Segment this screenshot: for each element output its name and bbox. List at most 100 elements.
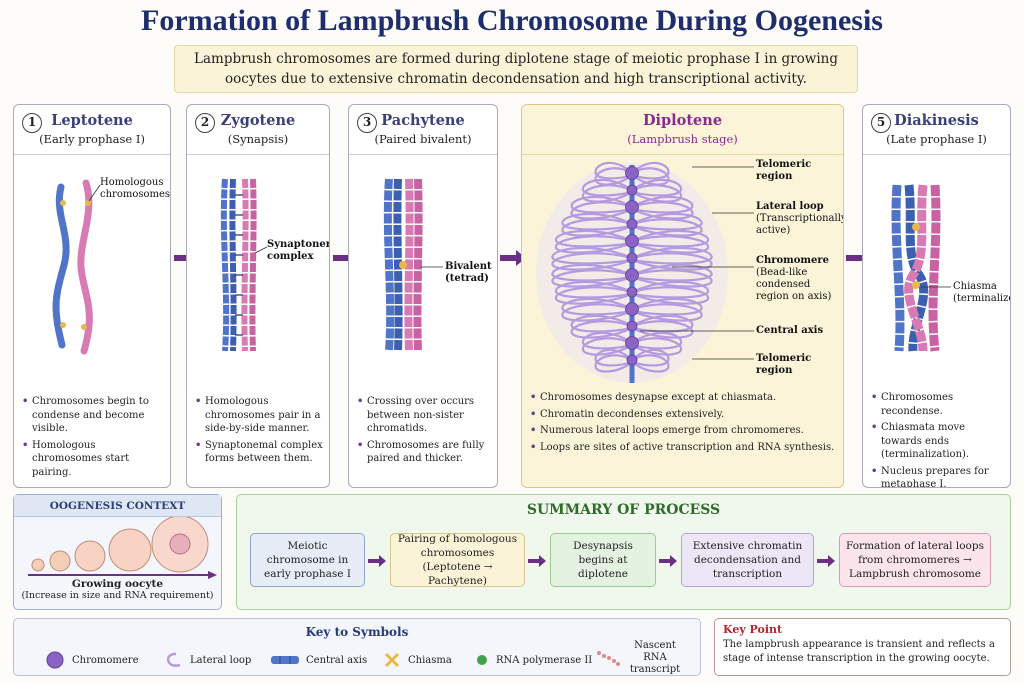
note: Loops are sites of active transcription … [530, 441, 837, 455]
lateral-loop [631, 349, 670, 367]
note: Numerous lateral loops emerge from chrom… [530, 424, 837, 438]
key-item: Chiasma [384, 649, 452, 671]
summary-step: Desynapsis begins at diplotene [550, 533, 656, 587]
key-item: Central axis [270, 649, 367, 671]
lateral-loop [631, 320, 694, 339]
label-central-axis: Central axis [756, 325, 824, 336]
diakinesis-illustration [891, 184, 951, 352]
panel-diakinesis: 5 Diakinesis (Late prophase I) Chiasma (… [862, 104, 1011, 488]
lateral-loop [631, 179, 683, 197]
label-lateral-loop-note: (Transcriptionally active) [756, 213, 844, 236]
label-telomeric-region-bottom: Telomeric region [756, 353, 812, 376]
page-title: Formation of Lampbrush Chromosome During… [141, 4, 883, 37]
chromomere-bead [626, 320, 638, 332]
lateral-loop [631, 280, 710, 299]
lateral-loop [631, 286, 710, 305]
note: Chromosomes are fully paired and thicker… [357, 439, 491, 466]
summary-arrow-icon [368, 555, 386, 567]
lateral-loop [551, 263, 633, 282]
lateral-loop [561, 303, 633, 322]
lateral-loop [551, 246, 633, 265]
panel-zygotene: 2 Zygotene (Synapsis) Synaptonemal compl… [186, 104, 330, 488]
lateral-loop [570, 195, 633, 214]
chromomere-bead [625, 166, 639, 180]
key-item: Lateral loop [164, 649, 251, 671]
label-lateral-loop: Lateral loop [756, 201, 824, 212]
lateral-loop [581, 179, 633, 197]
lateral-loop [631, 337, 683, 356]
panel-diplotene: Diplotene (Lampbrush stage) Telomeric re… [521, 104, 844, 488]
note: Nucleus prepares for metaphase I. [871, 465, 1004, 488]
key-label: Central axis [306, 654, 368, 666]
chromomere-bead [625, 268, 639, 282]
key-label: Chromomere [72, 654, 139, 666]
chromomere-bead [626, 354, 638, 366]
chromomere-bead [625, 234, 639, 248]
key-label: RNA polymerase II [496, 654, 593, 666]
label-homologous-chromosomes: Homologous chromosomes [100, 177, 171, 200]
chromomere-bead [626, 252, 638, 264]
lateral-loop [631, 252, 713, 271]
lateral-loop [570, 314, 633, 333]
stage-number: 1 [22, 113, 42, 133]
label-chromomere-note: (Bead-like condensed region on axis) [756, 267, 832, 302]
summary-step: Formation of lateral loops from chromome… [839, 533, 991, 587]
nascent-rna-icon [597, 651, 620, 666]
lateral-loop [570, 320, 633, 339]
lateral-loop [631, 303, 703, 322]
chromomere-bead [625, 336, 639, 350]
stage-number: 2 [195, 113, 215, 133]
label-chiasma: Chiasma (terminalized) [953, 281, 1010, 304]
key-title: Key to Symbols [305, 625, 409, 639]
key-point-text: The lampbrush appearance is transient an… [723, 639, 995, 664]
stage-subtitle: (Lampbrush stage) [627, 132, 738, 146]
lateral-loop [561, 297, 633, 316]
chromomere-bead [625, 200, 639, 214]
lateral-loop [554, 286, 633, 305]
lateral-loop [554, 235, 633, 254]
lateral-loop [554, 229, 633, 248]
stage-subtitle: (Late prophase I) [886, 132, 987, 146]
lateral-loop [631, 162, 670, 180]
note: Chromatin decondenses extensively. [530, 408, 837, 422]
oocyte-growth-illustration [28, 517, 217, 579]
stage-arrow-icon [500, 250, 526, 266]
note: Chiasmata move towards ends (terminaliza… [871, 421, 1004, 462]
note: Synaptonemal complex forms between them. [195, 439, 323, 466]
lateral-loop [551, 269, 633, 288]
note: Homologous chromosomes start pairing. [22, 439, 164, 480]
stage-name: Pachytene [381, 112, 465, 129]
lateral-loop [631, 297, 703, 316]
lateral-loop [594, 349, 633, 367]
note: Chromosomes begin to condense and become… [22, 395, 164, 436]
context-subcaption: (Increase in size and RNA requirement) [21, 590, 214, 601]
key-item: Nascent RNA transcript [596, 640, 686, 675]
central-axis-icon [271, 656, 299, 664]
note: Chromosomes desynapse except at chiasmat… [530, 391, 837, 405]
label-synaptonemal-complex: Synaptonemal complex [267, 239, 329, 262]
stage-number: 5 [871, 113, 891, 133]
zygotene-illustration [220, 178, 268, 352]
label-bivalent: Bivalent (tetrad) [445, 261, 492, 284]
lateral-loop [631, 263, 713, 282]
lateral-loop [631, 229, 710, 248]
stage-number: 3 [357, 113, 377, 133]
oogenesis-context-box: OOGENESIS CONTEXT Growing oocyte (Increa… [13, 494, 222, 610]
note: Crossing over occurs between non-sister … [357, 395, 491, 436]
lateral-loop [594, 354, 633, 373]
lateral-loop [551, 252, 633, 271]
stage-subtitle: (Early prophase I) [39, 132, 145, 146]
lateral-loop [631, 332, 683, 350]
lateral-loop [554, 280, 633, 299]
panel-pachytene: 3 Pachytene (Paired bivalent) Bivalent (… [348, 104, 498, 488]
summary-arrow-icon [528, 555, 546, 567]
key-item: RNA polymerase II [476, 649, 592, 671]
lateral-loop [581, 337, 633, 356]
rna-polymerase-icon [477, 655, 487, 665]
chiasma-icon [384, 652, 400, 668]
lateral-loop [631, 195, 694, 214]
key-item: Chromomere [46, 649, 139, 671]
key-to-symbols: Key to Symbols Chromomere Lateral loop C… [13, 618, 701, 676]
key-label: Nascent RNA transcript [629, 640, 681, 675]
lateral-loop [581, 332, 633, 350]
